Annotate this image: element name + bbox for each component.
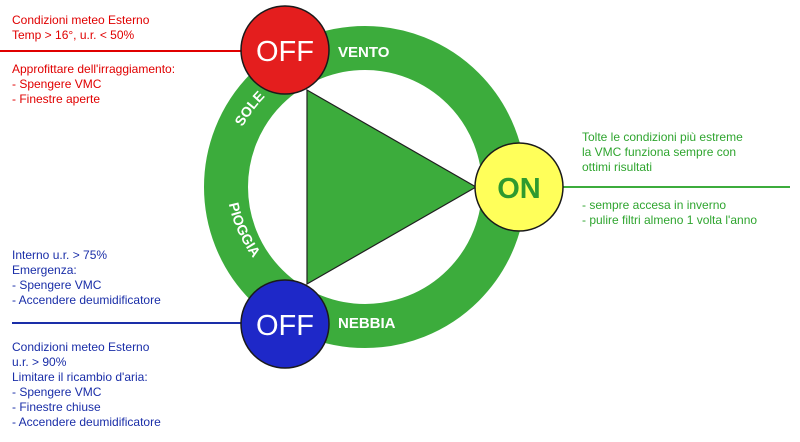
note-line: - Spengere VMC (12, 278, 102, 292)
note-line: - Accendere deumidificatore (12, 293, 161, 307)
note-line: la VMC funziona sempre con (582, 145, 737, 159)
note-line: Tolte le condizioni più estreme (582, 130, 743, 144)
note-line: ottimi risultati (582, 160, 653, 174)
off-button-top-circle (240, 5, 330, 95)
note-green-conditions: Tolte le condizioni più estreme la VMC f… (582, 130, 743, 175)
on-button-right[interactable]: ON (474, 142, 564, 232)
note-blue-conditions: Condizioni meteo Esterno u.r. > 90% Limi… (12, 340, 161, 430)
note-line: Interno u.r. > 75% (12, 248, 108, 262)
ring-label-nebbia: NEBBIA (338, 315, 396, 332)
note-blue-emergency: Interno u.r. > 75% Emergenza: - Spengere… (12, 248, 161, 308)
note-line: Limitare il ricambio d'aria: (12, 370, 148, 384)
note-line: - sempre accesa in inverno (582, 198, 727, 212)
on-button-right-label: ON (497, 173, 541, 205)
off-button-bottom-label: OFF (256, 310, 314, 342)
on-button-right-circle (474, 142, 564, 232)
note-line: u.r. > 90% (12, 355, 67, 369)
off-button-top-label: OFF (256, 36, 314, 68)
note-line: - Spengere VMC (12, 385, 102, 399)
note-line: - pulire filtri almeno 1 volta l'anno (582, 213, 758, 227)
off-button-bottom-circle (240, 279, 330, 369)
off-button-bottom[interactable]: OFF (240, 279, 330, 369)
note-line: - Finestre aperte (12, 92, 101, 106)
note-line: Condizioni meteo Esterno (12, 13, 150, 27)
note-green-actions: - sempre accesa in inverno - pulire filt… (582, 198, 757, 228)
off-button-top[interactable]: OFF (240, 5, 330, 95)
play-triangle-icon (306, 88, 478, 286)
note-line: Temp > 16°, u.r. < 50% (12, 28, 135, 42)
note-line: Approfittare dell'irraggiamento: (12, 62, 176, 76)
note-line: - Spengere VMC (12, 77, 102, 91)
note-red-conditions: Condizioni meteo Esterno Temp > 16°, u.r… (12, 13, 149, 43)
ring-label-vento: VENTO (338, 44, 390, 61)
note-line: - Accendere deumidificatore (12, 415, 161, 429)
note-line: Emergenza: (12, 263, 77, 277)
note-red-actions: Approfittare dell'irraggiamento: - Speng… (12, 62, 175, 107)
note-line: - Finestre chiuse (12, 400, 101, 414)
note-line: Condizioni meteo Esterno (12, 340, 150, 354)
